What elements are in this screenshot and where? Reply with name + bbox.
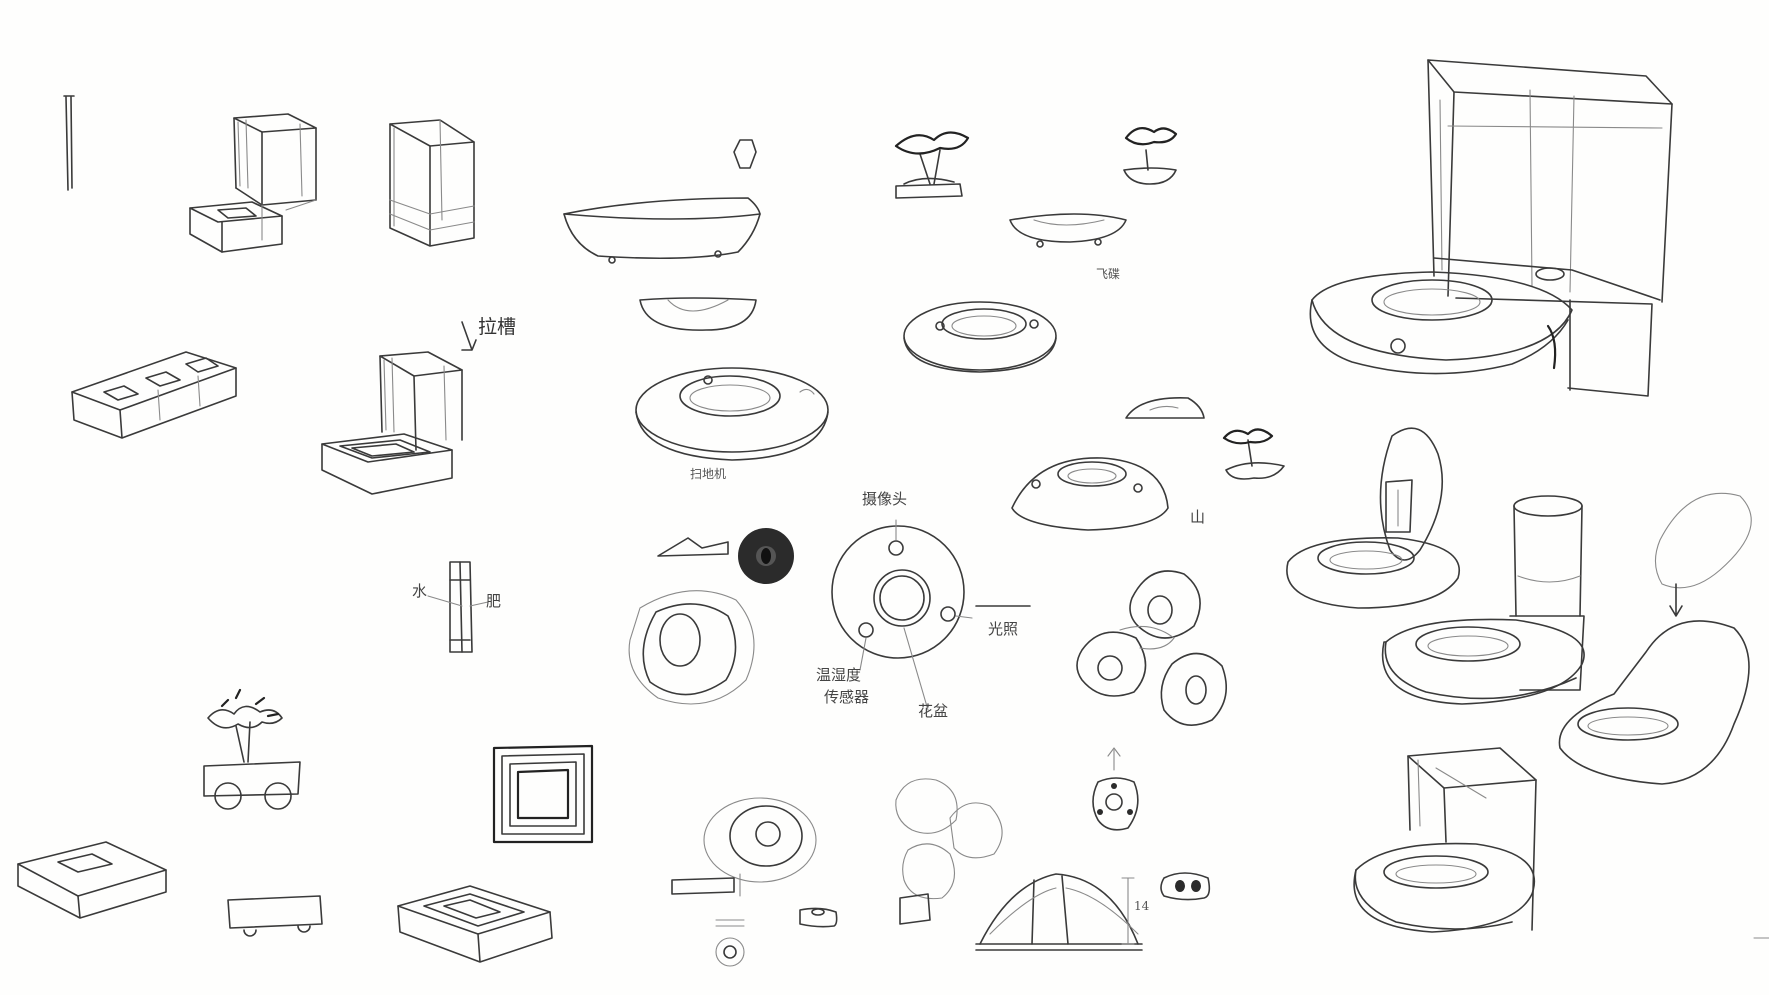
label-dim-14: 14 xyxy=(1134,899,1150,913)
flat-dome-robot-sketch xyxy=(1011,457,1169,531)
tilted-bowl-sketch xyxy=(1558,492,1752,785)
label-mountain: 山 xyxy=(1190,508,1206,526)
water-fertilizer-column-sketch xyxy=(427,561,489,653)
ufo-planter-sketch xyxy=(1009,213,1127,248)
concentric-square-sketch xyxy=(492,744,594,844)
station-with-robot-sketch xyxy=(1309,59,1673,397)
donut-top-view-sketch xyxy=(628,590,755,705)
sweeper-robot-sketch xyxy=(635,367,829,461)
island-bonsai-sketch xyxy=(1222,428,1285,480)
oval-robot-sketch xyxy=(903,301,1057,373)
bonsai-bowl-sketch xyxy=(1123,127,1178,185)
cluster-planters-sketch xyxy=(1076,570,1228,726)
label-sweeper: 扫地机 xyxy=(690,467,727,481)
label-drawer: 拉槽 xyxy=(478,316,517,338)
label-ufo: 飞碟 xyxy=(1096,267,1121,281)
mountain-sketch xyxy=(657,537,729,557)
wheeled-tray-sketch xyxy=(227,895,323,937)
label-light: 光照 xyxy=(988,620,1019,638)
trefoil-planters-sketch xyxy=(895,778,1003,925)
dome-elevation-sketch xyxy=(975,873,1143,951)
open-tray-sketch xyxy=(17,841,167,919)
stepped-tray-sketch xyxy=(397,885,553,963)
black-sphere-sketch xyxy=(738,528,794,584)
concentric-ring-sketch xyxy=(703,797,817,883)
shallow-tray-sketch xyxy=(639,297,757,331)
box-with-bowl-sketch xyxy=(1353,747,1537,933)
small-vase-sketch xyxy=(733,139,757,169)
label-humidity-line1: 温湿度 xyxy=(816,666,862,684)
bonsai-on-stand-sketch xyxy=(894,131,970,199)
display-cabinet-sketch xyxy=(389,119,475,247)
label-fertilizer: 肥 xyxy=(486,592,502,610)
label-flowerpot: 花盆 xyxy=(918,702,949,720)
flowerpot-plan-sketch xyxy=(831,519,1031,711)
cabinet-drawer-sketch xyxy=(321,321,477,495)
egg-lid-robot-sketch xyxy=(1286,427,1460,609)
label-humidity-line2: 传感器 xyxy=(824,688,870,706)
tripod-part-sketch xyxy=(1092,747,1139,831)
label-camera: 摄像头 xyxy=(862,490,908,508)
bonsai-car-sketch xyxy=(203,688,301,810)
label-water: 水 xyxy=(412,582,428,600)
boat-planter-sketch xyxy=(563,197,761,264)
cabinet-with-tray-sketch xyxy=(189,113,317,253)
pole-sketch xyxy=(63,95,75,191)
small-ring-part-sketch xyxy=(715,907,838,967)
bar-part-sketch xyxy=(671,873,741,897)
water-tank-robot-sketch xyxy=(1381,495,1585,705)
double-ring-sketch xyxy=(1160,872,1211,901)
triple-tray-sketch xyxy=(71,351,237,439)
small-dome-sketch xyxy=(1125,397,1205,419)
